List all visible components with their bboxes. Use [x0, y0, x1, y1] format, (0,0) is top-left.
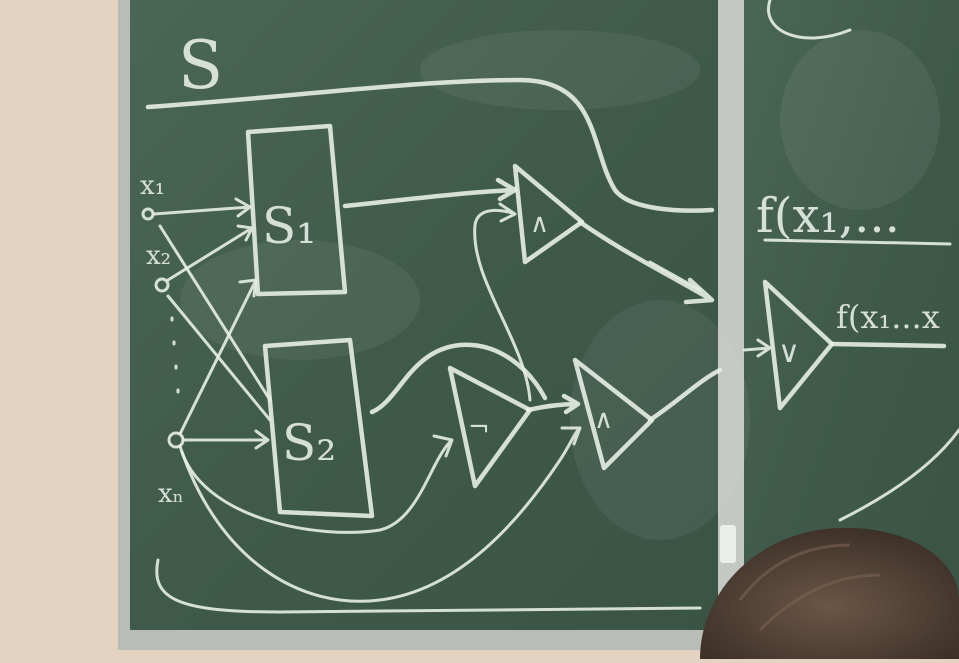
wire-x1-s2: [158, 224, 272, 402]
wire-s2-not: [369, 342, 548, 415]
gate-and-1-label: ∧: [530, 209, 549, 239]
chalkboard-left-panel: [130, 0, 718, 630]
wire-s1-and1: [342, 177, 518, 209]
wire-into-or: [742, 338, 772, 358]
block-s2-box: [262, 337, 375, 519]
chalkboard-right-panel: [744, 0, 959, 630]
wire-xn-s2: [181, 429, 270, 450]
wire-x1-s1: [152, 197, 252, 218]
wire-x2-s1: [166, 224, 254, 282]
input-label-x1: x₁: [140, 171, 165, 201]
wire-and2-or: [647, 367, 723, 423]
wire-xn-loop-not: [178, 434, 454, 534]
block-s1-box: [245, 123, 348, 297]
title-underline: [145, 77, 715, 213]
gate-or: [762, 279, 835, 411]
hair-strands: [738, 543, 881, 632]
wire-and1-or: [577, 219, 715, 305]
wire-loop-and1: [473, 202, 532, 402]
input-label-xn: xₙ: [158, 479, 184, 509]
gate-not: [447, 365, 533, 489]
output-label-top: f(x₁,...: [756, 188, 900, 244]
wire-not-and2: [525, 393, 581, 415]
wire-or-output: [829, 341, 947, 349]
gate-and-1: [512, 163, 585, 265]
input-dots: [170, 316, 180, 394]
wire-arrow-extra: [648, 260, 702, 292]
divider-clip: [720, 525, 736, 563]
chalk-smudges: [180, 30, 940, 540]
input-node-x2: [154, 277, 170, 293]
title-s: S: [178, 27, 223, 104]
wire-xn-loop-and2: [180, 426, 582, 603]
block-s1-label: S₁: [262, 197, 316, 255]
gate-or-label: ∨: [778, 335, 800, 370]
gate-and-2: [572, 357, 655, 471]
bottom-chalk-line: [155, 558, 702, 614]
input-label-x2: x₂: [146, 241, 171, 271]
gate-and-2-label: ∧: [594, 405, 613, 435]
right-panel-line: [763, 238, 952, 246]
right-panel-curve: [767, 0, 852, 40]
right-panel-arc: [838, 428, 959, 522]
block-s2-label: S₂: [282, 414, 336, 472]
gate-not-label: ¬: [468, 413, 490, 443]
wire-xn-s1: [178, 278, 258, 436]
output-label-bottom: f(x₁...x: [836, 298, 940, 336]
